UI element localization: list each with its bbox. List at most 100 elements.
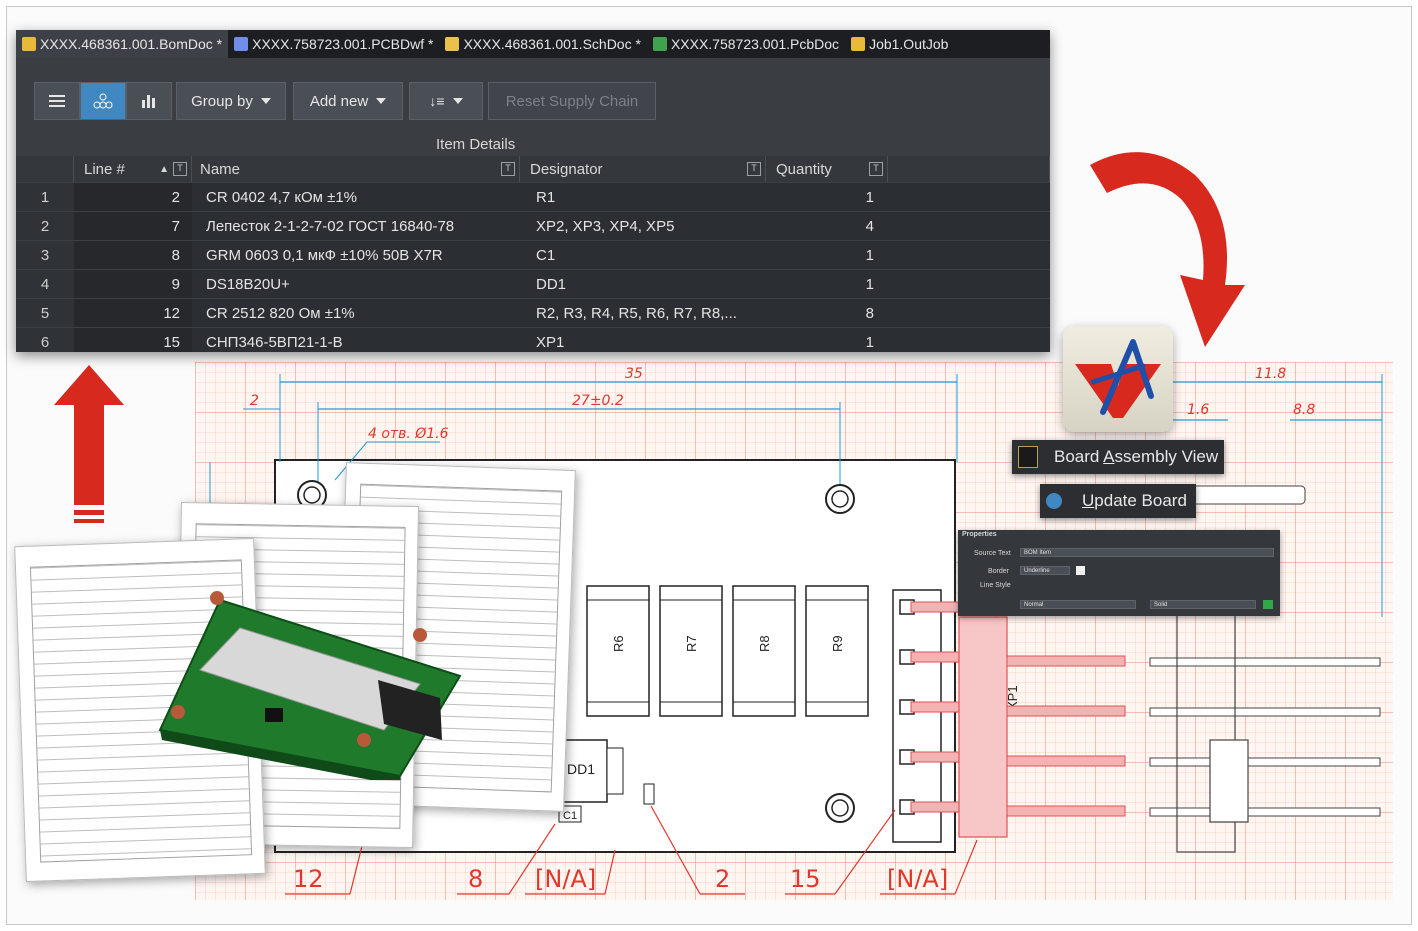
bomdoc-file-icon <box>22 37 36 51</box>
source-text-dropdown[interactable]: BOM Item <box>1020 548 1274 557</box>
add-new-label: Add new <box>309 92 369 110</box>
name-cell: CR 2512 820 Ом ±1% <box>206 305 355 322</box>
line-style-label: Line Style <box>980 582 1011 589</box>
column-label: Designator <box>530 160 603 178</box>
column-label: Line # <box>84 160 125 178</box>
item-details-group-header: Item Details <box>16 134 1050 156</box>
tab-label: Job1.OutJob <box>869 36 949 52</box>
filter-icon[interactable]: T <box>501 162 515 176</box>
row-number: 5 <box>16 299 74 328</box>
arrow-up-icon <box>54 365 124 523</box>
column-header-empty <box>888 156 1050 182</box>
callout-2: 2 <box>715 865 731 893</box>
tree-view-icon <box>93 93 113 109</box>
resistor-r8: R8 <box>732 585 796 717</box>
tab-label: XXXX.758723.001.PCBDwf * <box>252 36 434 52</box>
dim-label-2: 2 <box>250 393 259 409</box>
update-board-menu-item[interactable]: Update Board <box>1040 484 1196 518</box>
callout-15: 15 <box>790 865 821 893</box>
quantity-cell: 1 <box>865 247 874 264</box>
designator-cell: DD1 <box>536 276 567 293</box>
sort-dropdown[interactable]: ↓≡ <box>409 82 483 120</box>
reset-supply-chain-button[interactable]: Reset Supply Chain <box>488 82 656 120</box>
compass-logo-icon <box>1075 339 1161 418</box>
quantity-cell: 1 <box>865 189 874 206</box>
line-cell: 2 <box>74 183 192 212</box>
tree-view-button[interactable] <box>80 82 126 120</box>
column-header-name[interactable]: Name T <box>192 156 520 182</box>
line-cell: 15 <box>74 328 192 352</box>
dim-label-88: 8.8 <box>1293 402 1315 418</box>
list-view-button[interactable] <box>34 82 80 120</box>
dim-label-16: 1.6 <box>1187 402 1209 418</box>
quantity-cell: 1 <box>865 334 874 351</box>
tab-schdoc[interactable]: XXXX.468361.001.SchDoc * <box>439 30 646 58</box>
quantity-cell: 1 <box>865 276 874 293</box>
line-cell: 12 <box>74 299 192 328</box>
quantity-cell: 4 <box>865 218 874 235</box>
callout-na-2: [N/A] <box>887 865 949 893</box>
table-row[interactable]: 2 7 Лепесток 2-1-2-7-02 ГОСТ 16840-78 XP… <box>16 211 1050 241</box>
chevron-down-icon <box>452 98 463 104</box>
outjob-file-icon <box>851 37 866 51</box>
name-cell: СНП346-5ВП21-1-В <box>206 334 343 351</box>
tab-bomdoc[interactable]: XXXX.468361.001.BomDoc * <box>16 30 229 58</box>
designator-cell: R2, R3, R4, R5, R6, R7, R8,... <box>536 305 737 322</box>
draftsman-app-icon[interactable] <box>1063 326 1173 432</box>
column-label: Name <box>200 160 241 178</box>
dd1-label: DD1 <box>567 761 595 777</box>
tab-pcbdoc[interactable]: XXXX.758723.001.PcbDoc <box>647 30 845 58</box>
callout-12: 12 <box>293 865 324 893</box>
filter-icon[interactable]: T <box>747 162 761 176</box>
resistor-r7: R7 <box>659 585 723 717</box>
mounting-hole-top-left <box>297 480 327 510</box>
column-header-line[interactable]: Line # ▲ T <box>74 156 192 182</box>
designator-cell: XP2, XP3, XP4, XP5 <box>536 218 675 235</box>
callout-na-1: [N/A] <box>535 865 597 893</box>
column-header-designator[interactable]: Designator T <box>520 156 766 182</box>
callout-8: 8 <box>468 865 484 893</box>
row-number: 2 <box>16 212 74 241</box>
properties-title: Properties <box>962 531 997 538</box>
table-row[interactable]: 6 15 СНП346-5ВП21-1-В XP1 1 <box>16 327 1050 352</box>
chart-view-button[interactable] <box>126 82 172 120</box>
group-header-label: Item Details <box>436 136 516 153</box>
update-board-icon <box>1046 493 1062 509</box>
table-row[interactable]: 1 2 CR 0402 4,7 кОм ±1% R1 1 <box>16 182 1050 212</box>
tab-outjob[interactable]: Job1.OutJob <box>845 30 954 58</box>
pcbdwf-file-icon <box>234 37 249 51</box>
line-color-swatch[interactable] <box>1263 600 1273 609</box>
quantity-cell: 8 <box>865 305 874 322</box>
callout-leaders <box>285 805 978 895</box>
tab-label: XXXX.758723.001.PcbDoc <box>670 36 840 52</box>
sort-ascending-icon: ▲ <box>159 163 169 175</box>
bom-document-window: XXXX.468361.001.BomDoc * XXXX.758723.001… <box>16 30 1050 352</box>
filter-icon[interactable]: T <box>869 162 883 176</box>
mounting-hole-bottom-right <box>825 793 855 823</box>
menu-label: Update Board <box>1082 491 1187 510</box>
group-by-dropdown[interactable]: Group by <box>176 82 286 120</box>
table-row[interactable]: 3 8 GRM 0603 0,1 мкФ ±10% 50В X7R C1 1 <box>16 240 1050 270</box>
document-tab-bar: XXXX.468361.001.BomDoc * XXXX.758723.001… <box>16 30 1050 58</box>
table-row[interactable]: 5 12 CR 2512 820 Ом ±1% R2, R3, R4, R5, … <box>16 298 1050 328</box>
filter-icon[interactable]: T <box>173 162 187 176</box>
line-style-dropdown[interactable]: Normal <box>1020 600 1136 609</box>
border-color-swatch[interactable] <box>1076 566 1085 575</box>
resistor-label: R6 <box>611 635 626 652</box>
line-cell: 8 <box>74 241 192 270</box>
add-new-dropdown[interactable]: Add new <box>293 82 403 120</box>
tab-label: XXXX.468361.001.BomDoc * <box>40 36 223 52</box>
dim-label-27: 27±0.2 <box>572 393 624 409</box>
column-header-quantity[interactable]: Quantity T <box>766 156 888 182</box>
name-cell: Лепесток 2-1-2-7-02 ГОСТ 16840-78 <box>206 218 455 235</box>
board-assembly-view-menu-item[interactable]: Board Assembly View <box>1012 440 1224 474</box>
line-dropdown[interactable]: Solid <box>1150 600 1256 609</box>
tab-label: XXXX.468361.001.SchDoc * <box>463 36 641 52</box>
table-row[interactable]: 4 9 DS18B20U+ DD1 1 <box>16 269 1050 299</box>
row-number-header <box>16 156 74 182</box>
tab-pcbdwf[interactable]: XXXX.758723.001.PCBDwf * <box>228 30 439 58</box>
reset-supply-chain-label: Reset Supply Chain <box>505 92 639 110</box>
row-number: 6 <box>16 328 74 352</box>
border-dropdown[interactable]: Underline <box>1020 566 1070 575</box>
xp1-label: XP1 <box>1005 685 1020 710</box>
